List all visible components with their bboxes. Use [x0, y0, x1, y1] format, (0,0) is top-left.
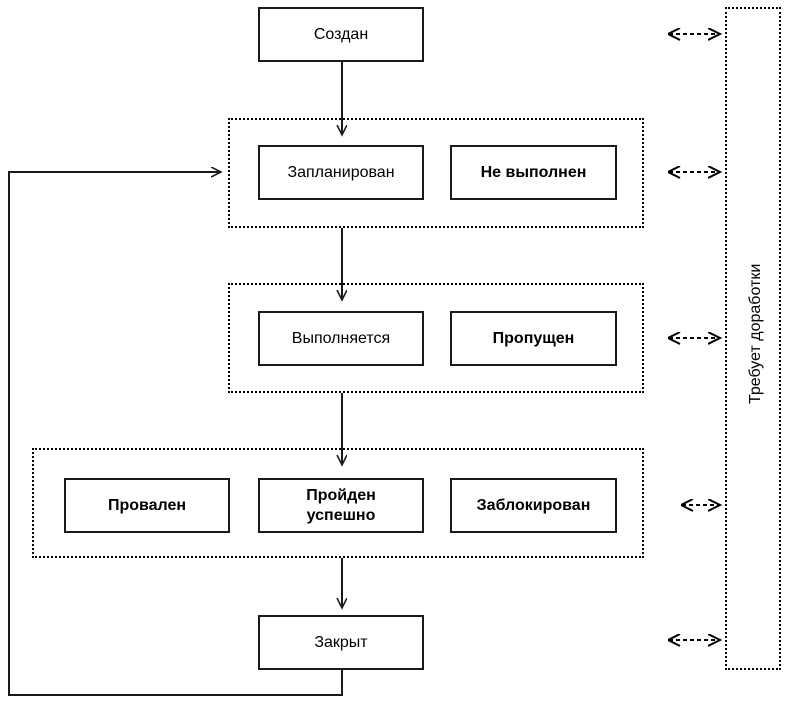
state-label: Пропущен	[492, 329, 575, 347]
state-node-passed[interactable]: Пройден успешно	[258, 478, 424, 533]
state-label: Выполняется	[291, 329, 391, 347]
state-node-skipped[interactable]: Пропущен	[450, 311, 617, 366]
group-running-states	[228, 283, 644, 393]
state-label: Пройден успешно	[306, 486, 376, 524]
state-label: Провален	[107, 496, 187, 514]
state-label: Создан	[313, 25, 369, 43]
state-node-created[interactable]: Создан	[258, 7, 424, 62]
state-label: Заблокирован	[476, 496, 591, 514]
state-label: Запланирован	[287, 163, 395, 181]
state-node-not-done[interactable]: Не выполнен	[450, 145, 617, 200]
state-node-closed[interactable]: Закрыт	[258, 615, 424, 670]
group-planned-states	[228, 118, 644, 228]
state-label: Закрыт	[314, 633, 368, 651]
edge-closed-to-planned	[8, 172, 343, 696]
state-node-running[interactable]: Выполняется	[258, 311, 424, 366]
rework-panel[interactable]	[725, 7, 781, 670]
state-node-failed[interactable]: Провален	[64, 478, 230, 533]
group-result-states	[32, 448, 644, 558]
state-label: Не выполнен	[480, 163, 587, 181]
state-node-planned[interactable]: Запланирован	[258, 145, 424, 200]
state-node-blocked[interactable]: Заблокирован	[450, 478, 617, 533]
